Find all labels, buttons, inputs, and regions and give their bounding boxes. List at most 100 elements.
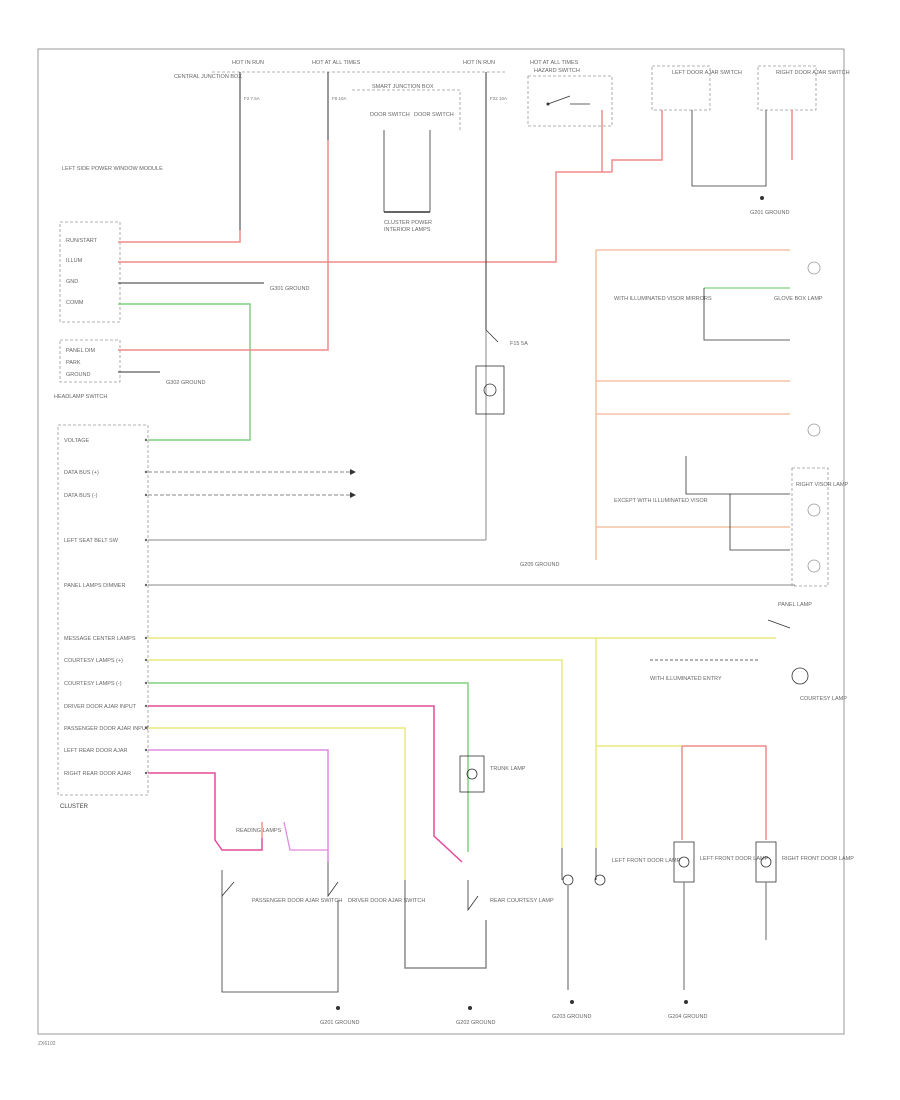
cluster-pin: [144, 726, 148, 730]
cluster-row-label: COURTESY LAMPS (-): [64, 681, 122, 687]
fuse-c-label: F22 10A: [490, 96, 507, 101]
cluster-pin: [144, 771, 148, 775]
driver-switch: [327, 862, 339, 898]
cluster-row-label: DRIVER DOOR AJAR INPUT: [64, 704, 137, 710]
cjb-label-b: INTERIOR LAMPS: [384, 227, 431, 233]
top-fuse-area: HOT IN RUN HOT AT ALL TIMES HOT IN RUN H…: [118, 60, 850, 263]
hot-label-left: HOT IN RUN: [232, 60, 264, 66]
ground-dot-a: [336, 1006, 340, 1010]
left-module-pin-c: GND: [66, 279, 78, 285]
cluster-row-label: PANEL LAMPS DIMMER: [64, 583, 125, 589]
hot-label-far: HOT AT ALL TIMES: [530, 60, 579, 66]
right-rear-wire: [148, 772, 263, 851]
fuse-box-label: CENTRAL JUNCTION BOX: [174, 74, 242, 80]
courtesy-lamp-label: COURTESY LAMP: [800, 696, 847, 702]
footer-code: ZX6102: [38, 1041, 56, 1047]
left-module-title: LEFT SIDE POWER WINDOW MODULE: [62, 166, 163, 172]
cluster-pin: [144, 438, 148, 442]
right-note-b: EXCEPT WITH ILLUMINATED VISOR: [614, 498, 708, 504]
cluster-pin: [144, 583, 148, 587]
ground-dot-d: [684, 1000, 688, 1004]
headlamp-pin-c: GROUND: [66, 372, 90, 378]
lh-lamp-bulb: [562, 874, 574, 886]
cluster-row-label: RIGHT REAR DOOR AJAR: [64, 771, 131, 777]
red-wire-run: [118, 230, 241, 243]
data-bus-arrow-a: [350, 469, 356, 475]
courtesy-minus-wire: [148, 682, 469, 852]
visor-black-wire: [685, 456, 790, 495]
center-switch: [485, 329, 499, 343]
left-module-pin-b: ILLUM: [66, 258, 83, 264]
trunk-lamp-label: TRUNK LAMP: [490, 766, 526, 772]
hazard-switch-contact: [547, 95, 590, 105]
hazard-switch-label: HAZARD SWITCH: [534, 68, 580, 74]
mid-switch: [404, 880, 479, 920]
panel-lamp-label: PANEL LAMP: [778, 602, 812, 608]
passenger-door-wire: [148, 727, 406, 880]
cluster-pin: [144, 748, 148, 752]
cluster-pin: [144, 681, 148, 685]
passenger-door-switch-label: PASSENGER DOOR AJAR SWITCH: [252, 898, 342, 904]
left-module-box: [59, 221, 121, 323]
cjb-label-a: CLUSTER POWER: [384, 220, 432, 226]
right-door-ajar-box: [757, 65, 817, 111]
headlamp-switch-title: HEADLAMP SWITCH: [54, 394, 107, 400]
left-module-pin-a: RUN/START: [66, 238, 98, 244]
headlamp-switch-box: [59, 339, 121, 383]
hot-label-mid: HOT AT ALL TIMES: [312, 60, 361, 66]
hazard-switch-box: [527, 75, 613, 127]
glove-box-black-wire: [703, 288, 790, 341]
headlamp-pin-b: PARK: [66, 360, 81, 366]
cluster-pin: [144, 658, 148, 662]
top-ground-dot: [760, 196, 764, 200]
bottom-section: READING LAMPS PASSENGER DOOR AJAR SWITCH…: [221, 638, 854, 1026]
red-wire-bottom: [682, 745, 767, 840]
right-ground-label: G205 GROUND: [520, 562, 559, 568]
ground-c-label: G203 GROUND: [552, 1014, 591, 1020]
top-ground-label: G201 GROUND: [750, 210, 789, 216]
driver-door-wire: [148, 705, 463, 863]
left-door-ajar-box: [651, 65, 711, 111]
right-side: WITH ILLUMINATED VISOR MIRRORS GLOVE BOX…: [520, 249, 848, 702]
ground-dot-b: [468, 1006, 472, 1010]
center-fuse-label: F15 5A: [510, 341, 528, 347]
door-switch-left-label: DOOR SWITCH: [370, 112, 410, 118]
passenger-switch: [221, 870, 235, 898]
courtesy-plus-wire: [148, 659, 563, 848]
right-lamp-d: [807, 559, 821, 573]
visor-black-wire-b: [729, 494, 790, 551]
right-lamp-box: [755, 841, 777, 883]
left-module-pin-d: COMM: [66, 300, 84, 306]
cluster-pin: [144, 493, 148, 497]
cluster-pin: [144, 636, 148, 640]
fuse-a-label: F2 7.5A: [244, 96, 260, 101]
center-lamp-box: [475, 365, 505, 415]
cluster-row-label: MESSAGE CENTER LAMPS: [64, 636, 136, 642]
cluster-box: [57, 424, 149, 796]
right-lamp-c: [807, 503, 821, 517]
red-wire-panel: [118, 140, 329, 351]
fuse-b-label: F8 10A: [332, 96, 347, 101]
cluster-row-label: LEFT SEAT BELT SW: [64, 538, 119, 544]
right-lamp-b: [807, 423, 821, 437]
right-lamp-a: [807, 261, 821, 275]
ground-d-label: G204 GROUND: [668, 1014, 707, 1020]
left-ground-bus: [221, 896, 339, 993]
cluster-row-label: PASSENGER DOOR AJAR INPUT: [64, 726, 150, 732]
data-bus-arrow-b: [350, 492, 356, 498]
red-wire-right-a: [611, 110, 663, 172]
cluster-title: CLUSTER: [60, 804, 89, 810]
hot-label-right: HOT IN RUN: [463, 60, 495, 66]
headlamp-pin-a: PANEL DIM: [66, 348, 95, 354]
left-lamp-bulb: [678, 856, 690, 868]
red-wire-main: [118, 171, 612, 263]
cluster-pin: [144, 704, 148, 708]
rh-lamp-bulb: [594, 874, 606, 886]
mid-ground-bus: [404, 920, 487, 969]
lh-door-lamp-label: LEFT FRONT DOOR LAMP: [612, 858, 681, 864]
left-ground-a-label: G301 GROUND: [270, 286, 309, 292]
interior-fuse-label: SMART JUNCTION BOX: [372, 84, 434, 90]
courtesy-lamp-circle: [791, 667, 809, 685]
